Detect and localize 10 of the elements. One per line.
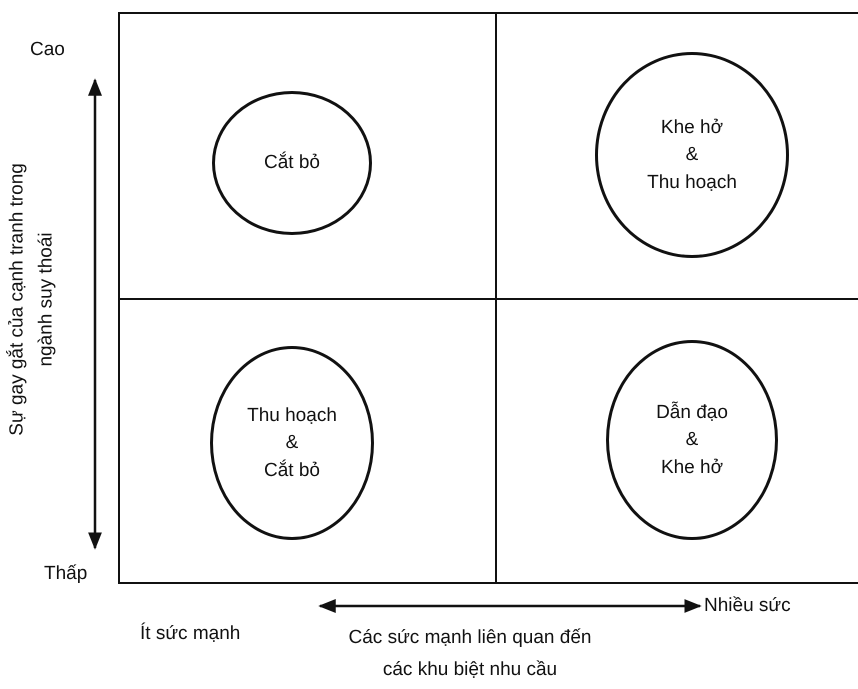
strategy-circle: Dẫn đạo & Khe hở — [606, 340, 778, 540]
axis-label: Thấp — [44, 562, 88, 586]
axis-label: Nhiều sức — [704, 594, 791, 618]
axis-label: Cao — [30, 38, 65, 62]
axis-label: Sự gay gắt của cạnh tranh trong ngành suy thoái — [5, 162, 58, 438]
axis-label: Các sức mạnh liên quan đến các khu biệt nhu cầu — [348, 626, 592, 682]
strategy-circle: Thu hoạch & Cắt bỏ — [210, 346, 374, 540]
strategy-circle: Cắt bỏ — [212, 91, 372, 235]
axis-label: Ít sức mạnh — [140, 622, 240, 646]
strategy-circle: Khe hở & Thu hoạch — [595, 52, 789, 258]
